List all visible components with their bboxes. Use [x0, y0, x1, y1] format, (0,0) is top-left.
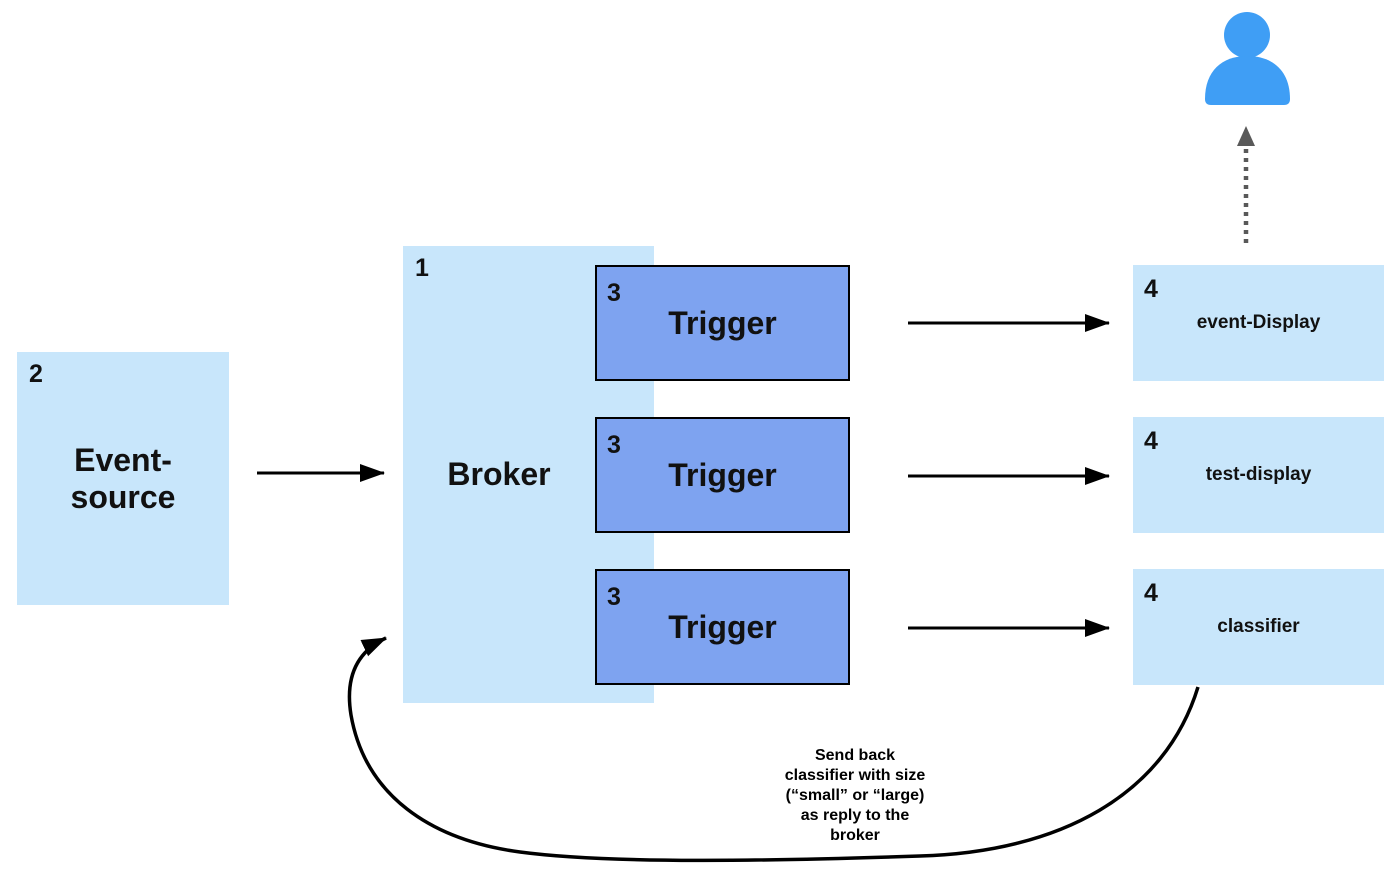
node-trigger-label: Trigger: [668, 304, 777, 341]
node-number-badge: 3: [607, 431, 621, 459]
node-event-source: 2 Event- source: [17, 352, 229, 605]
node-number-badge: 4: [1144, 275, 1158, 303]
node-number-badge: 4: [1144, 427, 1158, 455]
node-number-badge: 2: [29, 360, 43, 388]
node-broker-label: Broker: [447, 456, 551, 492]
node-broker-label-wrap: Broker: [403, 246, 595, 703]
node-classifier-label: classifier: [1217, 616, 1300, 637]
arrow-event-display-to-user-head: [1237, 126, 1255, 146]
user-icon: [1205, 12, 1290, 105]
node-event-display: 4 event-Display: [1133, 265, 1384, 381]
node-event-display-label: event-Display: [1196, 312, 1321, 333]
node-test-display: 4 test-display: [1133, 417, 1384, 533]
node-classifier: 4 classifier: [1133, 569, 1384, 685]
reply-annotation: Send back classifier with size (“small” …: [784, 747, 926, 844]
node-trigger-3: 3 Trigger: [595, 569, 850, 685]
node-number-badge: 1: [415, 254, 429, 282]
node-number-badge: 3: [607, 583, 621, 611]
node-test-display-label: test-display: [1205, 464, 1312, 485]
node-number-badge: 3: [607, 279, 621, 307]
node-event-source-label: Event- source: [70, 441, 176, 515]
node-trigger-2: 3 Trigger: [595, 417, 850, 533]
node-number-badge: 4: [1144, 579, 1158, 607]
node-trigger-label: Trigger: [668, 608, 777, 645]
node-trigger-label: Trigger: [668, 456, 777, 493]
node-trigger-1: 3 Trigger: [595, 265, 850, 381]
